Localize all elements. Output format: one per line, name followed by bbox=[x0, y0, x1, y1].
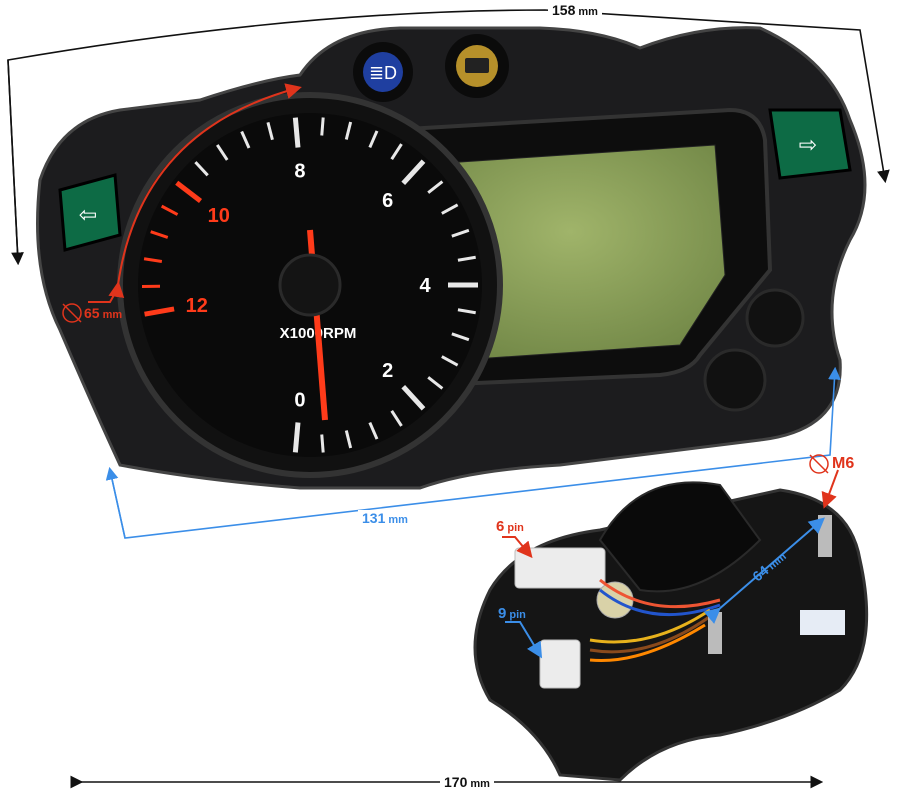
gauge-diameter-arc bbox=[108, 83, 302, 299]
connector-6pin-count: 6 bbox=[496, 518, 505, 535]
gauge-tick bbox=[320, 117, 325, 136]
right-turn-indicator bbox=[768, 108, 852, 180]
gauge-tick bbox=[344, 121, 353, 140]
gauge-tick bbox=[320, 434, 325, 453]
gauge-diameter-value: 65 bbox=[84, 305, 100, 321]
gauge-number: 10 bbox=[208, 205, 230, 227]
gauge-tick bbox=[368, 130, 379, 149]
gauge-number: 4 bbox=[419, 275, 431, 297]
left-arrow-icon: ⇦ bbox=[79, 202, 97, 227]
engine-check-icon bbox=[465, 58, 489, 73]
gauge-diameter-unit: mm bbox=[102, 309, 123, 321]
gauge-tick bbox=[344, 430, 353, 449]
right-arrow-icon: ⇨ bbox=[799, 132, 817, 157]
housing-label-sticker bbox=[800, 610, 845, 635]
gauge-number: 8 bbox=[294, 160, 305, 182]
button-lower bbox=[703, 348, 767, 412]
housing-width-value: 170 bbox=[444, 774, 468, 790]
width-value: 158 bbox=[552, 2, 576, 18]
gauge-tick bbox=[457, 308, 476, 315]
gauge-number: 12 bbox=[186, 295, 208, 317]
connector-9pin-count: 9 bbox=[498, 605, 507, 622]
display-width-unit: mm bbox=[388, 514, 408, 526]
width-unit: mm bbox=[578, 6, 598, 18]
connector-9pin bbox=[539, 639, 581, 689]
needle-hub bbox=[278, 253, 342, 317]
gauge-number: 2 bbox=[382, 360, 393, 382]
gauge-tick bbox=[451, 228, 470, 238]
connector-9pin-unit: pin bbox=[509, 609, 526, 621]
gauge-tick bbox=[451, 332, 470, 342]
connector-6pin bbox=[514, 547, 606, 589]
width-dimension-line bbox=[7, 9, 890, 263]
bolt-thread-label: M6 bbox=[832, 455, 855, 472]
housing-width-unit: mm bbox=[470, 778, 490, 790]
gauge-number: 0 bbox=[294, 390, 305, 412]
gauge-tick bbox=[292, 422, 301, 453]
thread-diameter-symbol bbox=[809, 454, 829, 474]
gauge-tick bbox=[427, 180, 444, 194]
gauge-tick bbox=[441, 355, 459, 367]
button-upper bbox=[745, 288, 805, 348]
gauge-tick bbox=[144, 306, 175, 317]
gauge-tick bbox=[401, 159, 426, 185]
gauge-tick bbox=[390, 409, 403, 427]
gauge-tick bbox=[441, 203, 459, 215]
headlight-icon: ≣D bbox=[369, 63, 397, 83]
connector-6pin-unit: pin bbox=[507, 522, 524, 534]
bolt-spacing-line bbox=[703, 517, 826, 624]
gauge-tick bbox=[457, 255, 476, 262]
gauge-number: 6 bbox=[382, 190, 393, 212]
display-width-value: 131 bbox=[362, 510, 386, 526]
gauge-tick bbox=[368, 421, 379, 440]
gauge-tick bbox=[292, 117, 301, 148]
gauge-tick bbox=[401, 385, 426, 411]
gauge-tick bbox=[427, 376, 444, 390]
bolt-left bbox=[708, 612, 722, 654]
gauge-tick bbox=[390, 143, 403, 161]
diameter-symbol bbox=[62, 303, 82, 323]
